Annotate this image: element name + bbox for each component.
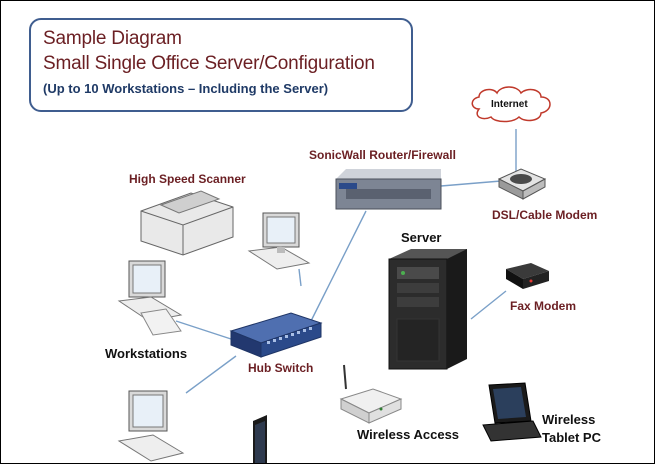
wireless-access-point-icon [339, 364, 403, 424]
workstation-icon-1 [247, 212, 311, 270]
dsl-modem-icon [497, 168, 547, 200]
workstations-label: Workstations [105, 346, 188, 361]
server-tower-icon [388, 249, 467, 370]
link-hub-lower-ws [185, 355, 237, 394]
server-label: Server [401, 230, 442, 245]
link-router-hub [305, 210, 367, 332]
tablet-label-line1: Wireless [542, 412, 596, 427]
hub-switch-icon [229, 312, 323, 358]
diagram-subtitle: (Up to 10 Workstations – Including the S… [43, 81, 329, 96]
link-workstation2-hub [175, 320, 232, 340]
workstation-icon-3 [117, 390, 185, 462]
diagram-title: Sample Diagram [43, 28, 182, 49]
high-speed-scanner-icon [140, 190, 234, 256]
workstation-icon-2 [117, 260, 183, 336]
modem-label: DSL/Cable Modem [492, 208, 598, 222]
link-workstation-hub [298, 268, 302, 287]
diagram-title-line2: Small Single Office Server/Configuration [43, 53, 375, 74]
title-box: Sample Diagram Small Single Office Serve… [29, 18, 413, 112]
fax-modem-label: Fax Modem [510, 299, 577, 313]
router-label: SonicWall Router/Firewall [309, 148, 456, 162]
internet-cloud-icon [471, 86, 551, 123]
link-server-fax [470, 290, 507, 320]
internet-label: Internet [491, 99, 528, 110]
link-router-modem [440, 180, 502, 187]
wireless-access-label: Wireless Access [357, 427, 460, 442]
wireless-tablet-pc-icon [482, 382, 542, 442]
scanner-label: High Speed Scanner [129, 172, 246, 186]
hub-switch-label: Hub Switch [248, 361, 314, 375]
tablet-device-icon [253, 415, 267, 463]
router-firewall-icon [335, 169, 442, 210]
fax-modem-icon [506, 263, 549, 289]
tablet-label-line2: Tablet PC [542, 430, 601, 445]
